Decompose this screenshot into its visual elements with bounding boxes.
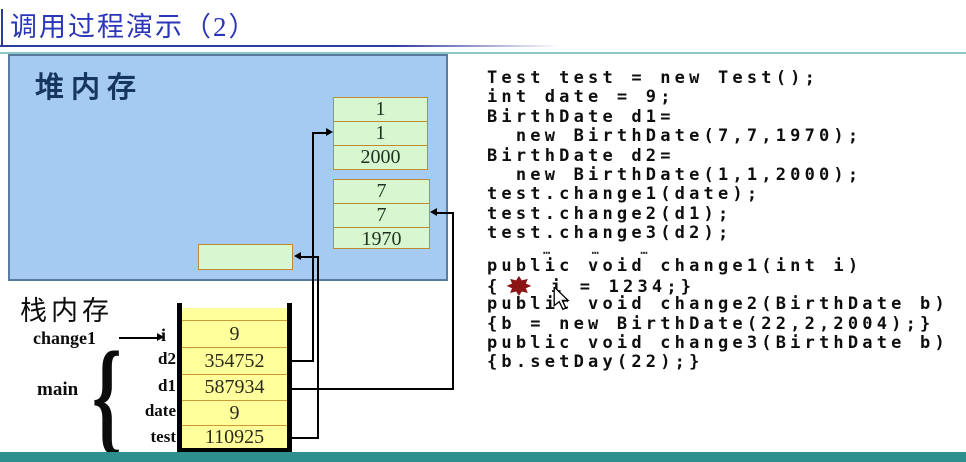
page-title: 调用过程演示（2） [10,12,258,42]
title-underline-2 [0,52,966,54]
stack-memory: 9 354752 587934 9 110925 [182,308,287,448]
object-cell: 7 [334,180,429,204]
code-line: public void change3(BirthDate b) [487,333,949,354]
code-line: public void change2(BirthDate b) [487,294,949,315]
var-label-date: date [144,401,176,420]
stack-slot-test: 110925 [204,426,265,448]
stack-slot-d2: 354752 [182,348,287,375]
mouse-pointer-icon [553,287,570,311]
code-line: BirthDate d1= [487,106,675,127]
title-underline [0,45,560,47]
heap-object-test-empty [198,244,293,270]
code-line: new BirthDate(1,1,2000); [487,164,863,185]
code-ellipsis: … … … [543,242,657,257]
code-text: i = 1234;} [536,276,696,297]
var-label-d1: d1 [158,376,176,395]
pointer-line-d1 [452,212,454,390]
pointer-line-test [292,437,319,439]
object-cell [199,245,292,269]
pointer-line-d2 [312,132,326,134]
object-cell: 2000 [360,146,401,168]
code-line: new BirthDate(7,7,1970); [487,126,863,147]
stack-label: 栈内存 [20,296,113,326]
pointer-line-d2 [312,132,314,362]
stack-wall-left [177,303,182,453]
object-cell: 1970 [361,228,402,250]
pointer-line-d1 [292,388,454,390]
frame-label-change1: change1 [33,328,96,348]
pointer-line-d2 [292,360,314,362]
stack-bottom [177,448,292,453]
pointer-arrow-icon [326,128,333,136]
frame-label-main: main [37,379,79,400]
var-label-test: test [150,427,176,446]
code-line: public void change1(int i) [487,255,863,276]
code-line: test.change1(date); [487,184,762,205]
change1-arrow-icon [157,333,164,341]
pointer-line-test [317,256,319,438]
code-line: BirthDate d2= [487,145,675,166]
code-line: {b = new BirthDate(22,2,2004);} [487,313,935,334]
stack-slot-i: 9 [182,321,287,348]
pointer-arrow-icon [430,208,437,216]
pointer-arrow-icon [294,252,301,260]
burst-star-icon [506,275,532,296]
code-line-with-star: { i = 1234;} [487,275,949,297]
stack-slot-empty [182,308,287,321]
var-label-i: i [161,325,167,345]
footer-bar [0,452,966,462]
code-line: Test test = new Test(); [487,68,820,88]
var-label-d2: d2 [158,349,176,368]
pointer-line-test [301,256,319,258]
code-line: test.change3(d2); [487,223,733,244]
main-frame-brace: { [92,327,122,462]
heap-object-birthdate-1970: 7 7 1970 [333,179,430,250]
code-line: {b.setDay(22);} [487,352,704,373]
object-cell: 1 [334,122,427,146]
change1-arrow-line [119,337,157,339]
heap-label: 堆内存 [35,72,144,104]
stack-wall-right [287,303,292,453]
object-cell: 7 [334,204,429,228]
code-listing: Test test = new Test(); int date = 9; Bi… [487,68,949,373]
title-left-tick [1,9,3,45]
heap-object-birthdate-2000: 1 1 2000 [333,97,428,170]
code-text: { [487,276,502,297]
stack-slot-d1: 587934 [182,375,287,401]
code-line: int date = 9; [487,87,675,108]
object-cell: 1 [334,98,427,122]
pointer-line-d1 [437,212,454,214]
stack-slot-date: 9 [182,401,287,426]
code-line: test.change2(d1); [487,203,733,224]
